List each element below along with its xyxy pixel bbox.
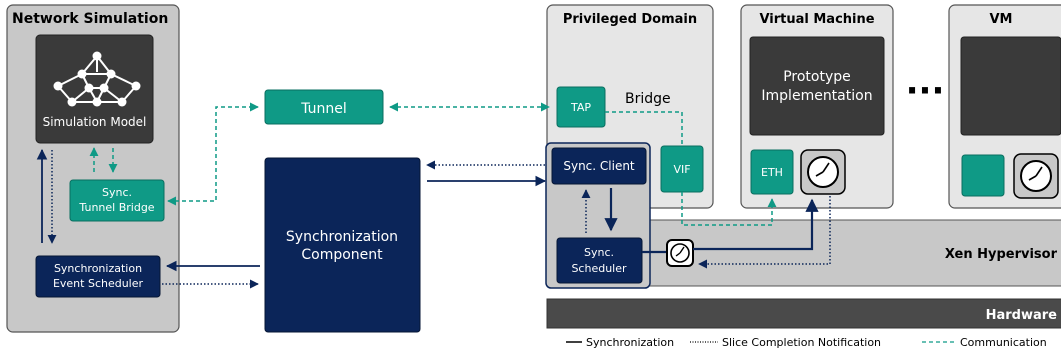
vif-label: VIF (673, 163, 690, 176)
sync-component-line1: Synchronization (286, 229, 398, 245)
connectors (36, 102, 831, 289)
network-simulation-panel: Network Simulation (6, 4, 180, 333)
sync-event-scheduler-box: Synchronization Event Scheduler (35, 255, 161, 298)
simulation-model-label: Simulation Model (43, 115, 147, 129)
sync-client-label: Sync. Client (563, 159, 635, 173)
xen-hypervisor-label: Xen Hypervisor (945, 247, 1058, 262)
hardware-label: Hardware (986, 308, 1058, 323)
sync-tunnel-bridge-box: Sync. Tunnel Bridge (69, 179, 165, 222)
sync-scheduler-line2: Scheduler (571, 262, 627, 275)
eth-box: ETH (750, 149, 794, 195)
tunnel-box: Tunnel (264, 89, 384, 125)
bridge-label: Bridge (625, 91, 671, 107)
event-scheduler-line2: Event Scheduler (53, 277, 144, 290)
privileged-domain-title: Privileged Domain (563, 12, 697, 27)
tunnel-label: Tunnel (300, 101, 347, 117)
legend-slice-completion: Slice Completion Notification (722, 336, 881, 349)
vm-title: VM (990, 12, 1013, 27)
prototype-line1: Prototype (783, 69, 851, 85)
tunnel-bridge-line2: Tunnel Bridge (78, 201, 154, 214)
synchronization-component-box: Synchronization Component (264, 157, 421, 333)
tunnel-bridge-line1: Sync. (102, 186, 132, 199)
legend: Synchronization Slice Completion Notific… (566, 336, 1047, 349)
vm-clock-icon-2 (1013, 153, 1059, 199)
event-scheduler-line1: Synchronization (54, 262, 142, 275)
virtual-machine-panel: Virtual Machine Prototype Implementation… (740, 4, 894, 209)
sync-component-line2: Component (301, 247, 383, 263)
network-simulation-title: Network Simulation (12, 11, 168, 27)
vm-network-box (961, 154, 1005, 197)
eth-label: ETH (761, 166, 783, 179)
simulation-model-box: Simulation Model (35, 34, 154, 144)
hardware-bar: Hardware (546, 298, 1061, 329)
sync-client-group: Sync. Client Sync. Scheduler (545, 142, 651, 289)
virtual-machine-title: Virtual Machine (759, 12, 874, 27)
sync-scheduler-line1: Sync. (584, 246, 614, 259)
vm-clock-icon (800, 149, 846, 195)
tap-label: TAP (570, 101, 591, 114)
vif-box: VIF (660, 145, 704, 193)
hypervisor-clock-icon (666, 239, 694, 267)
vm-panel: VM (948, 4, 1061, 209)
legend-communication: Communication (960, 336, 1047, 349)
ellipsis: ··· (906, 71, 945, 111)
prototype-line2: Implementation (761, 88, 872, 104)
tap-box: TAP (556, 86, 606, 128)
legend-synchronization: Synchronization (586, 336, 674, 349)
